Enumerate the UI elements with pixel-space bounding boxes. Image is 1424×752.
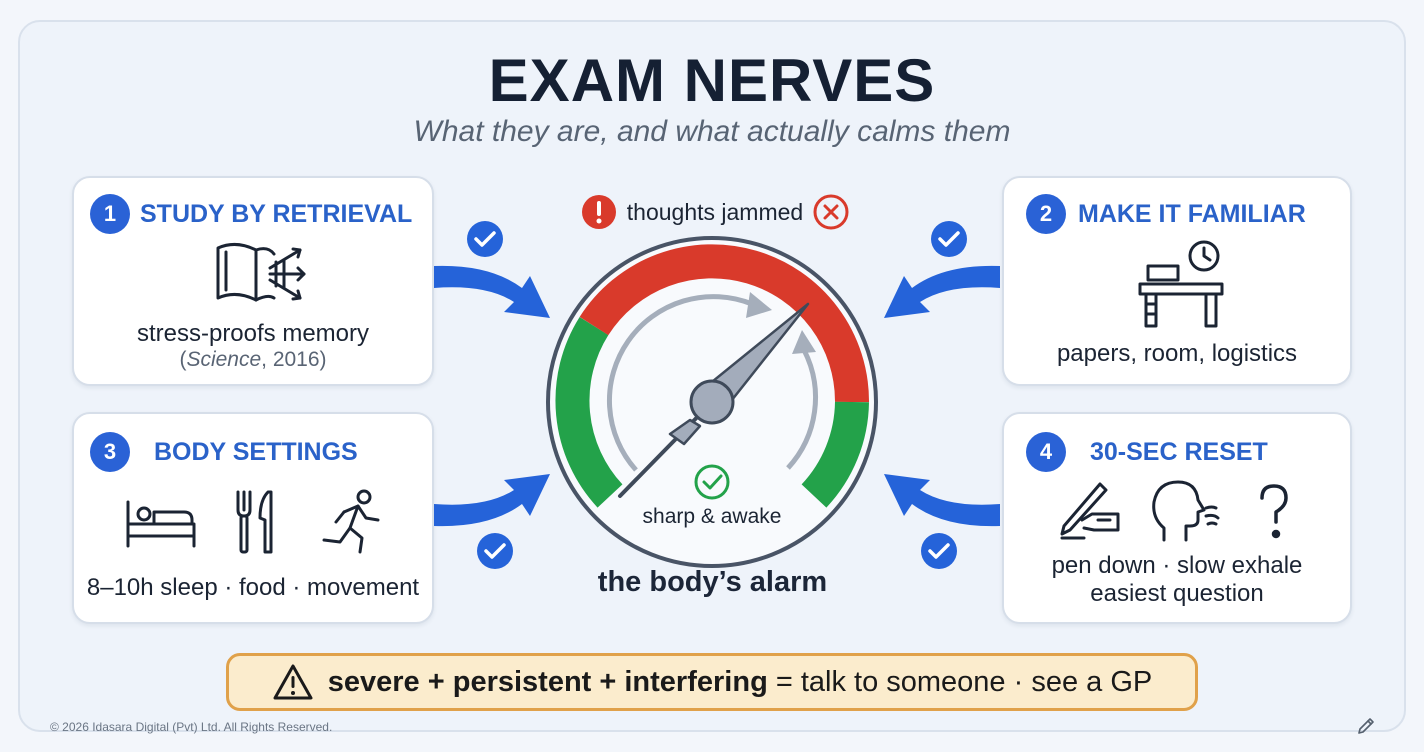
card-text-line2: easiest question xyxy=(1090,580,1264,607)
exclamation-alert-icon xyxy=(581,195,616,229)
card-title: MAKE IT FAMILIAR xyxy=(1078,200,1306,228)
gauge-caption: the body’s alarm xyxy=(597,566,828,598)
gauge-top-label: thoughts jammed xyxy=(570,194,860,230)
arrow-card2-to-gauge xyxy=(884,265,1000,318)
arrow-card3-to-gauge xyxy=(434,474,550,527)
arrow-card1-to-gauge xyxy=(434,265,550,318)
warning-banner: severe + persistent + interfering = talk… xyxy=(226,653,1198,711)
sharp-awake-label: sharp & awake xyxy=(642,505,782,528)
arrow-card4-to-gauge xyxy=(884,474,1000,527)
warning-triangle-icon xyxy=(273,664,313,700)
fork-knife-icon xyxy=(236,490,273,554)
book-retrieval-icon xyxy=(216,243,306,302)
check-badge-icon xyxy=(931,221,967,257)
pen-logo-icon xyxy=(1358,718,1374,734)
card-text: stress-proofs memory xyxy=(136,320,370,347)
card-30-sec-reset: 4 30-SEC RESET pen down · slow exhale ea… xyxy=(1002,412,1352,624)
card-body-settings: 3 BODY SETTINGS 8–10h sleep · food · mov… xyxy=(72,412,434,624)
card-number-badge: 3 xyxy=(90,432,130,472)
warning-rest-text: = talk to someone · see a GP xyxy=(775,665,1153,698)
card-title: BODY SETTINGS xyxy=(154,438,358,466)
thoughts-jammed-label: thoughts jammed xyxy=(626,198,804,225)
exhale-head-icon xyxy=(1152,480,1220,542)
card-study-by-retrieval: 1 STUDY BY RETRIEVAL stress-proofs memor… xyxy=(72,176,434,386)
page-title: EXAM NERVES xyxy=(488,47,936,114)
card-title: STUDY BY RETRIEVAL xyxy=(140,200,413,228)
citation: (Science, 2016) xyxy=(179,348,327,371)
check-badge-icon xyxy=(477,533,513,569)
card-text-line1: pen down · slow exhale xyxy=(1051,552,1303,579)
card-text: 8–10h sleep · food · movement xyxy=(86,574,420,601)
warning-bold-text: severe + persistent + interfering xyxy=(327,665,768,698)
card-number-badge: 4 xyxy=(1026,432,1066,472)
page-subtitle: What they are, and what actually calms t… xyxy=(413,115,1011,148)
x-circle-icon xyxy=(813,194,849,230)
body-alarm-gauge xyxy=(546,236,878,568)
check-badge-icon xyxy=(467,221,503,257)
card-text: papers, room, logistics xyxy=(1056,340,1298,367)
desk-clock-icon xyxy=(1138,240,1224,328)
card-number-badge: 2 xyxy=(1026,194,1066,234)
card-make-it-familiar: 2 MAKE IT FAMILIAR papers, room, logisti… xyxy=(1002,176,1352,386)
copyright-footer: © 2026 Idasara Digital (Pvt) Ltd. All Ri… xyxy=(50,720,333,734)
bed-icon xyxy=(126,500,196,548)
card-number-badge: 1 xyxy=(90,194,130,234)
pen-hand-icon xyxy=(1060,482,1120,540)
question-mark-icon xyxy=(1260,484,1288,539)
check-badge-icon xyxy=(921,533,957,569)
card-title: 30-SEC RESET xyxy=(1090,438,1268,466)
running-person-icon xyxy=(322,489,380,554)
